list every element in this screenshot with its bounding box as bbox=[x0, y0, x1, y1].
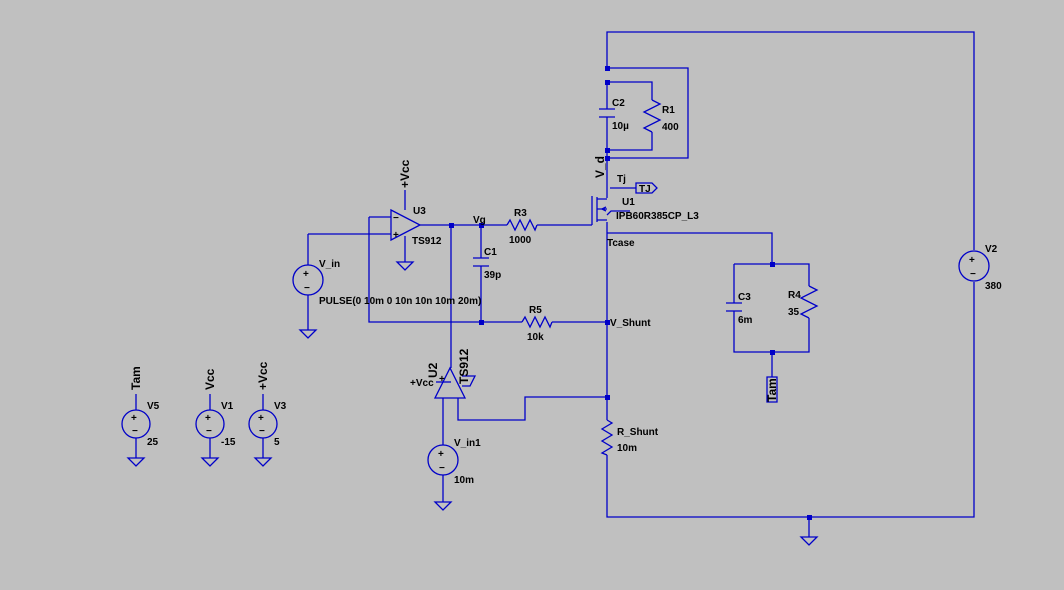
c3-name: C3 bbox=[738, 292, 751, 303]
u1-name: U1 bbox=[622, 197, 635, 208]
c2-name: C2 bbox=[612, 98, 625, 109]
svg-text:+: + bbox=[131, 413, 137, 424]
u2-model: TS912 bbox=[457, 348, 471, 384]
r5-name: R5 bbox=[529, 305, 542, 316]
v5-name: V5 bbox=[147, 401, 160, 412]
v2-value: 380 bbox=[985, 281, 1002, 292]
vg-net-label: Vg bbox=[473, 215, 486, 226]
v-in1-value: 10m bbox=[454, 475, 474, 486]
v3-value: 5 bbox=[274, 437, 280, 448]
u2-supply-label: +Vcc bbox=[410, 378, 434, 389]
capacitor-c2[interactable]: C2 10µ bbox=[599, 98, 629, 132]
ground-v3 bbox=[253, 457, 273, 467]
svg-text:+: + bbox=[303, 269, 309, 280]
c2-value: 10µ bbox=[612, 121, 629, 132]
svg-text:−: − bbox=[132, 426, 138, 437]
svg-text:+: + bbox=[969, 255, 975, 266]
v1-value: -15 bbox=[221, 437, 236, 448]
svg-text:+: + bbox=[393, 230, 399, 241]
r4-value: 35 bbox=[788, 307, 800, 318]
resistor-r1[interactable]: R1 400 bbox=[642, 99, 679, 133]
opamp-u3[interactable]: − + U3 TS912 +Vcc bbox=[390, 159, 442, 247]
c1-name: C1 bbox=[484, 247, 497, 258]
v1-name: V1 bbox=[221, 401, 234, 412]
v5-net-label: Tam bbox=[129, 366, 143, 390]
resistor-r4[interactable]: R4 35 bbox=[788, 285, 819, 319]
ground-v-in1 bbox=[433, 501, 453, 511]
resistor-r5[interactable]: R5 10k bbox=[521, 305, 553, 343]
svg-text:+: + bbox=[439, 374, 445, 385]
u3-model: TS912 bbox=[412, 236, 442, 247]
r-shunt-name: R_Shunt bbox=[617, 427, 659, 438]
u1-tj-label: Tj bbox=[617, 174, 626, 185]
r4-name: R4 bbox=[788, 290, 801, 301]
u3-supply-label: +Vcc bbox=[398, 159, 412, 188]
v-in-name: V_in bbox=[319, 259, 340, 270]
ground-u3 bbox=[395, 261, 415, 271]
v1-net-label: Vcc bbox=[203, 368, 217, 390]
tj-flag-label: TJ bbox=[639, 184, 651, 195]
ground-v5 bbox=[126, 457, 146, 467]
svg-text:−: − bbox=[970, 269, 976, 280]
svg-text:−: − bbox=[393, 213, 399, 224]
net-flag-tj: TJ bbox=[610, 182, 658, 195]
v-in-value: PULSE(0 10m 0 10n 10n 10m 20m) bbox=[319, 296, 481, 307]
r1-value: 400 bbox=[662, 122, 679, 133]
capacitor-c1[interactable]: C1 39p bbox=[473, 247, 501, 281]
r3-value: 1000 bbox=[509, 235, 532, 246]
source-v3[interactable]: + − V3 5 +Vcc bbox=[248, 361, 287, 448]
u2-name: U2 bbox=[426, 362, 440, 378]
v-shunt-net-label: V_Shunt bbox=[610, 318, 651, 329]
resistor-r3[interactable]: R3 1000 bbox=[506, 208, 538, 246]
ground-v1 bbox=[200, 457, 220, 467]
r3-name: R3 bbox=[514, 208, 527, 219]
junctions bbox=[449, 66, 812, 520]
svg-text:−: − bbox=[206, 426, 212, 437]
source-v-in[interactable]: + − V_in PULSE(0 10m 0 10n 10n 10m 20m) bbox=[292, 259, 481, 307]
source-v5[interactable]: + − V5 25 Tam bbox=[121, 366, 160, 448]
v3-net-label: +Vcc bbox=[256, 361, 270, 390]
u1-tcase-label: Tcase bbox=[607, 238, 635, 249]
svg-text:+: + bbox=[205, 413, 211, 424]
v-in1-name: V_in1 bbox=[454, 438, 481, 449]
r-shunt-value: 10m bbox=[617, 443, 637, 454]
wires bbox=[135, 31, 975, 537]
svg-text:+: + bbox=[258, 413, 264, 424]
r5-value: 10k bbox=[527, 332, 544, 343]
opamp-u2[interactable]: + U2 TS912 +Vcc bbox=[410, 348, 477, 399]
u1-model: IPB60R385CP_L3 bbox=[616, 211, 699, 222]
source-v2[interactable]: + − V2 380 bbox=[958, 244, 1002, 292]
ground-main bbox=[799, 536, 819, 546]
u3-name: U3 bbox=[413, 206, 426, 217]
v2-name: V2 bbox=[985, 244, 998, 255]
svg-text:+: + bbox=[438, 449, 444, 460]
v5-value: 25 bbox=[147, 437, 159, 448]
u1-vd-label: V_d bbox=[593, 156, 607, 178]
source-v1[interactable]: + − V1 -15 Vcc bbox=[195, 368, 236, 448]
svg-text:−: − bbox=[439, 463, 445, 474]
mosfet-u1[interactable]: V_d Tj U1 IPB60R385CP_L3 Tcase bbox=[591, 156, 699, 249]
svg-text:−: − bbox=[304, 283, 310, 294]
ground-v-in bbox=[298, 329, 318, 339]
r1-name: R1 bbox=[662, 105, 675, 116]
v3-name: V3 bbox=[274, 401, 287, 412]
c3-value: 6m bbox=[738, 315, 753, 326]
source-v-in1[interactable]: + − V_in1 10m bbox=[427, 438, 481, 486]
svg-text:−: − bbox=[259, 426, 265, 437]
resistor-r-shunt[interactable]: R_Shunt 10m bbox=[600, 419, 659, 456]
net-flag-tam: Tam bbox=[765, 376, 779, 403]
tam-flag-label: Tam bbox=[765, 378, 779, 402]
c1-value: 39p bbox=[484, 270, 501, 281]
capacitor-c3[interactable]: C3 6m bbox=[726, 292, 753, 326]
